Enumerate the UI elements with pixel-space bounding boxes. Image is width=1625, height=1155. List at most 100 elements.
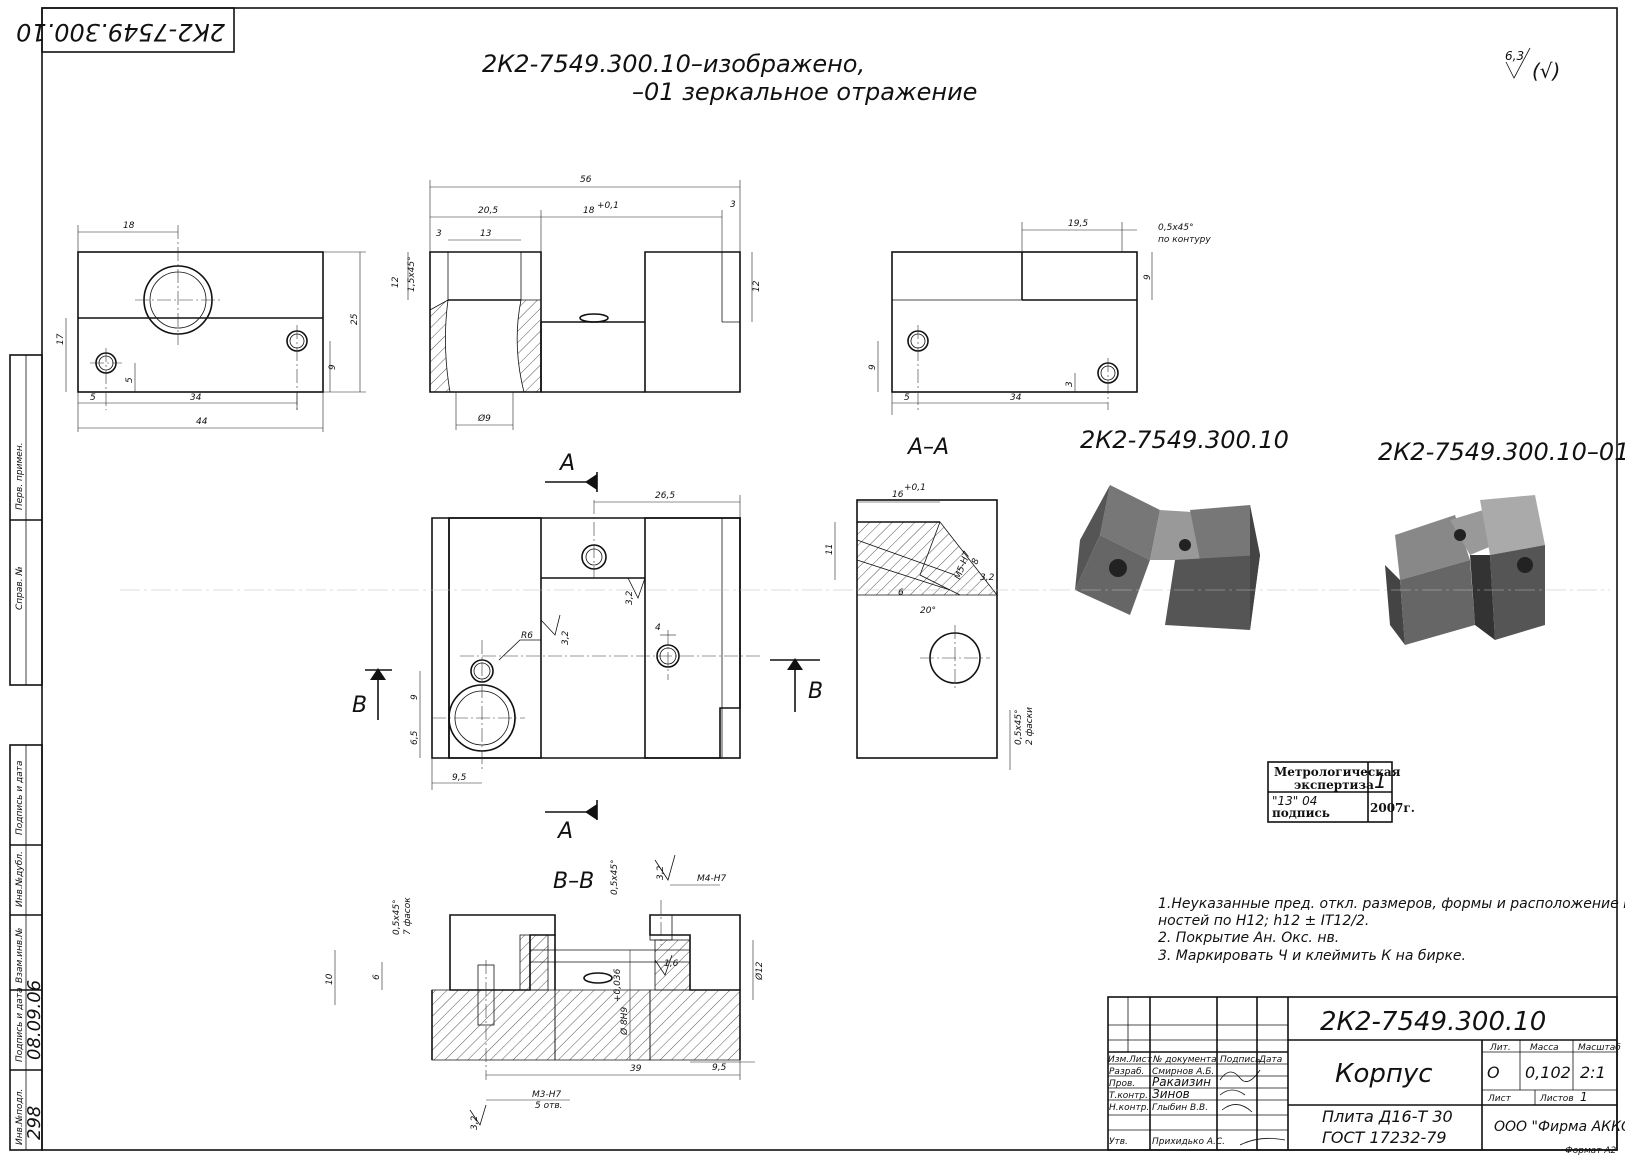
svg-text:ГОСТ 17232-79: ГОСТ 17232-79 bbox=[1322, 1128, 1447, 1147]
svg-text:Подпись: Подпись bbox=[1220, 1055, 1260, 1065]
svg-text:20°: 20° bbox=[920, 606, 936, 616]
svg-text:Листов: Листов bbox=[1539, 1094, 1574, 1104]
svg-text:(√): (√) bbox=[1532, 59, 1560, 83]
svg-text:№ документа: № документа bbox=[1152, 1055, 1217, 1065]
svg-text:9: 9 bbox=[410, 694, 420, 700]
svg-text:Глыбин В.В.: Глыбин В.В. bbox=[1152, 1103, 1208, 1113]
svg-text:34: 34 bbox=[1010, 393, 1022, 403]
svg-text:Масса: Масса bbox=[1530, 1043, 1559, 1053]
format-label: Формат А2 bbox=[1565, 1146, 1617, 1155]
svg-text:0,5x45°: 0,5x45° bbox=[392, 899, 402, 935]
svg-text:Подпись и дата: Подпись и дата bbox=[15, 987, 25, 1062]
svg-text:5: 5 bbox=[90, 393, 96, 403]
svg-text:Лит.: Лит. bbox=[1489, 1043, 1511, 1053]
svg-text:Т.контр.: Т.контр. bbox=[1109, 1091, 1148, 1101]
svg-text:Н.контр.: Н.контр. bbox=[1109, 1103, 1149, 1113]
svg-text:Ø9: Ø9 bbox=[477, 413, 491, 424]
svg-text:25: 25 bbox=[350, 313, 360, 325]
svg-text:9,5: 9,5 bbox=[712, 1063, 727, 1073]
svg-text:3: 3 bbox=[1065, 381, 1075, 387]
svg-text:экспертиза: экспертиза bbox=[1294, 778, 1374, 792]
svg-text:Инв.№подл.: Инв.№подл. bbox=[15, 1089, 25, 1145]
svg-text:Ракаизин: Ракаизин bbox=[1152, 1075, 1211, 1089]
svg-text:Зинов: Зинов bbox=[1152, 1087, 1190, 1101]
svg-text:0,102: 0,102 bbox=[1525, 1063, 1571, 1082]
svg-text:1,6: 1,6 bbox=[664, 959, 679, 969]
svg-text:+0,1: +0,1 bbox=[597, 201, 619, 211]
svg-text:0,5x45°: 0,5x45° bbox=[1014, 709, 1024, 745]
metrology-stamp: Метрологическая экспертиза 1 "13" 04 под… bbox=[1267, 761, 1415, 823]
svg-text:20,5: 20,5 bbox=[478, 206, 498, 216]
right-view: 19,5 0,5x45° по контуру 9 9 3 5 34 bbox=[868, 219, 1211, 415]
svg-text:9: 9 bbox=[1143, 274, 1153, 280]
svg-text:44: 44 bbox=[196, 417, 208, 427]
svg-text:6: 6 bbox=[898, 588, 904, 598]
svg-text:В: В bbox=[352, 693, 367, 718]
roughness-symbol: 6,3 (√) bbox=[1505, 47, 1560, 83]
left-column: Перв. примен. Справ. № Подпись и дата Ин… bbox=[9, 354, 45, 1151]
svg-text:Лист: Лист bbox=[1128, 1055, 1153, 1065]
svg-text:39: 39 bbox=[630, 1064, 642, 1074]
svg-text:А: А bbox=[558, 451, 575, 476]
svg-text:13: 13 bbox=[480, 229, 492, 239]
svg-text:Пров.: Пров. bbox=[1109, 1079, 1135, 1089]
svg-text:Ø12: Ø12 bbox=[754, 961, 765, 981]
svg-text:ностей по Н12; h12 ± IT12/2: ностей по Н12; h12 ± IT12/2. bbox=[1158, 913, 1369, 929]
svg-text:2К2-7549.300.10: 2К2-7549.300.10 bbox=[1080, 426, 1289, 454]
svg-text:6,5: 6,5 bbox=[410, 730, 420, 745]
svg-text:В–В: В–В bbox=[553, 869, 594, 894]
svg-text:9: 9 bbox=[328, 364, 338, 370]
svg-text:1.Неуказанные пред. откл. разм: 1.Неуказанные пред. откл. размеров, форм… bbox=[1158, 896, 1625, 912]
svg-text:А–А: А–А bbox=[906, 435, 949, 460]
svg-text:08.09.06: 08.09.06 bbox=[24, 980, 45, 1060]
technical-notes: 1.Неуказанные пред. откл. размеров, форм… bbox=[1158, 896, 1625, 964]
header-line-2: –01 зеркальное отражение bbox=[632, 78, 977, 106]
svg-text:16: 16 bbox=[892, 490, 904, 500]
svg-text:10: 10 bbox=[325, 973, 335, 985]
svg-text:18: 18 bbox=[123, 221, 135, 231]
svg-text:1: 1 bbox=[1580, 1090, 1588, 1104]
svg-text:7 фасок: 7 фасок bbox=[403, 897, 413, 935]
svg-text:Разраб.: Разраб. bbox=[1109, 1067, 1144, 1077]
svg-text:3: 3 bbox=[730, 200, 736, 210]
svg-text:Прихидько А.С.: Прихидько А.С. bbox=[1152, 1137, 1225, 1147]
svg-text:298: 298 bbox=[24, 1106, 45, 1140]
svg-text:Дата: Дата bbox=[1258, 1055, 1282, 1065]
svg-text:+0,1: +0,1 bbox=[904, 483, 926, 493]
svg-text:Перв. примен.: Перв. примен. bbox=[15, 442, 25, 510]
svg-text:Ø 8Н9: Ø 8Н9 bbox=[619, 1007, 630, 1036]
svg-text:2К2-7549.300.10: 2К2-7549.300.10 bbox=[1320, 1007, 1546, 1037]
svg-text:3,2: 3,2 bbox=[656, 865, 666, 880]
svg-text:5: 5 bbox=[125, 377, 135, 383]
svg-text:2К2-7549.300.10–01: 2К2-7549.300.10–01 bbox=[1378, 438, 1625, 466]
svg-text:2К2-7549.300.10: 2К2-7549.300.10 bbox=[16, 18, 225, 46]
svg-text:18: 18 bbox=[583, 206, 595, 216]
svg-text:Подпись и дата: Подпись и дата bbox=[15, 760, 25, 835]
svg-text:1: 1 bbox=[1374, 769, 1387, 793]
svg-text:Метрологическая: Метрологическая bbox=[1274, 765, 1401, 779]
svg-text:3,2: 3,2 bbox=[625, 590, 635, 605]
iso-view-2: 2К2-7549.300.10–01 bbox=[1378, 438, 1625, 645]
front-view: 18 17 25 9 5 5 34 44 bbox=[56, 221, 366, 432]
svg-text:6,3: 6,3 bbox=[1505, 49, 1524, 63]
svg-text:2 фаски: 2 фаски bbox=[1025, 707, 1035, 745]
section-aa: А–А 16 +0,1 11 М5-Н7 8 3,2 6 20° 0,5x45°… bbox=[825, 435, 1035, 770]
svg-text:подпись: подпись bbox=[1272, 806, 1330, 820]
svg-text:Лист: Лист bbox=[1487, 1094, 1512, 1104]
title-block: Изм. Лист № документа Подпись Дата Разра… bbox=[1107, 996, 1625, 1151]
svg-text:34: 34 bbox=[190, 393, 202, 403]
svg-text:+0,036: +0,036 bbox=[613, 968, 623, 1002]
svg-text:17: 17 bbox=[56, 333, 66, 345]
svg-text:О: О bbox=[1487, 1063, 1500, 1082]
rotated-stamp: 2К2-7549.300.10 bbox=[16, 7, 235, 53]
svg-text:3,2: 3,2 bbox=[470, 1115, 480, 1130]
svg-text:11: 11 bbox=[825, 544, 835, 555]
svg-text:Инв.№дубл.: Инв.№дубл. bbox=[15, 851, 25, 907]
header-line-1: 2К2-7549.300.10–изображено, bbox=[482, 50, 865, 78]
svg-text:Корпус: Корпус bbox=[1335, 1059, 1433, 1089]
svg-text:56: 56 bbox=[580, 175, 592, 185]
section-bb: В–В 0,5x45° 3,2 М4-Н7 0,5x45° 7 фасок 10… bbox=[325, 854, 765, 1130]
svg-text:5: 5 bbox=[904, 393, 910, 403]
svg-text:9: 9 bbox=[868, 364, 878, 370]
